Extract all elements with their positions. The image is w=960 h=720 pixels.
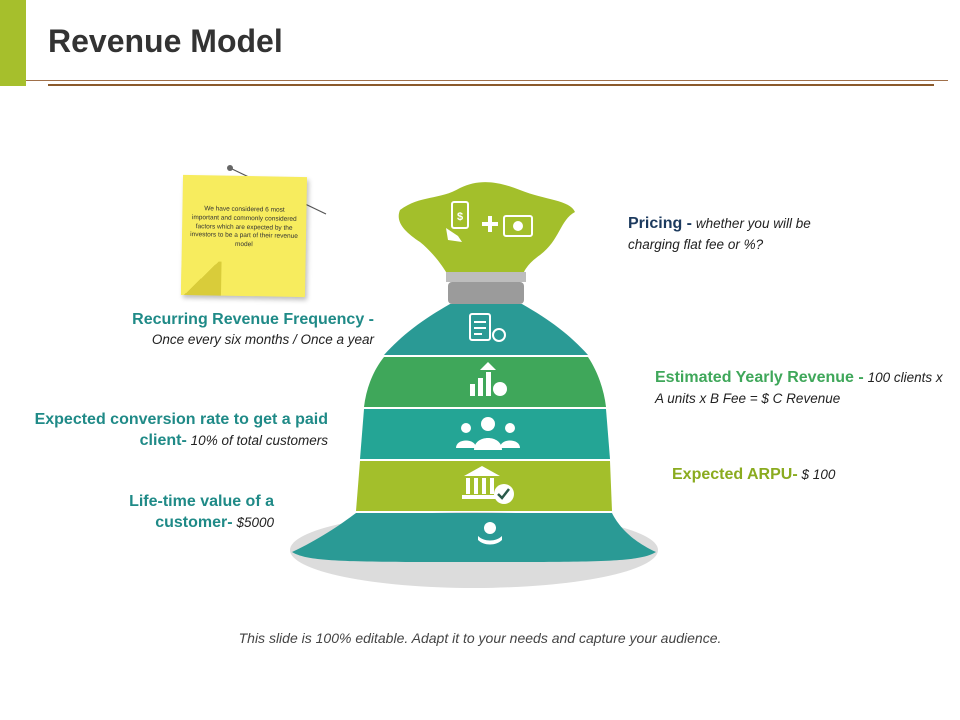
bag-knot — [398, 182, 575, 272]
recurring-heading: Recurring Revenue Frequency - — [132, 311, 374, 328]
estimated-detail: 100 clients x A units x B Fee = $ C Reve… — [655, 370, 943, 406]
page-title: Revenue Model — [48, 23, 283, 59]
label-pricing: Pricing - whether you will be charging f… — [628, 214, 838, 253]
lifetime-detail: $5000 — [236, 514, 274, 530]
estimated-heading: Estimated Yearly Revenue - — [655, 369, 864, 386]
title-divider — [26, 80, 948, 81]
label-arpu: Expected ARPU- $ 100 — [672, 465, 902, 486]
band-recurring — [384, 304, 588, 355]
conversion-heading: Expected conversion rate to get a paid c… — [34, 411, 328, 449]
label-conversion: Expected conversion rate to get a paid c… — [20, 410, 328, 452]
footer-note: This slide is 100% editable. Adapt it to… — [238, 630, 722, 646]
money-transfer-icon: $ — [446, 201, 533, 242]
label-lifetime: Life-time value of a customer- $5000 — [80, 492, 274, 534]
label-estimated: Estimated Yearly Revenue - 100 clients x… — [655, 368, 945, 407]
band-estimated — [364, 357, 606, 407]
accent-bar — [0, 0, 26, 86]
label-recurring: Recurring Revenue Frequency - Once every… — [80, 310, 374, 348]
title-divider-thick — [48, 84, 934, 86]
team-icon — [456, 417, 520, 450]
pricing-detail: whether you will be charging flat fee or… — [628, 216, 811, 252]
bag-neck — [448, 282, 524, 304]
lifetime-heading: Life-time value of a customer- — [129, 493, 274, 531]
pricing-heading: Pricing - — [628, 215, 693, 232]
document-clock-icon — [469, 313, 506, 342]
bag-neck-top — [446, 272, 526, 282]
recurring-detail: Once every six months / Once a year — [151, 331, 374, 347]
band-conversion — [360, 409, 610, 459]
arpu-heading: Expected ARPU- — [672, 466, 798, 483]
band-lifetime — [292, 513, 656, 562]
bank-check-icon — [462, 466, 514, 504]
growth-chart-dollar-icon — [470, 362, 507, 396]
arpu-detail: $ 100 — [801, 467, 836, 482]
conversion-detail: 10% of total customers — [190, 432, 328, 448]
hand-dollar-icon — [478, 522, 502, 545]
svg-text:$: $ — [457, 211, 463, 223]
